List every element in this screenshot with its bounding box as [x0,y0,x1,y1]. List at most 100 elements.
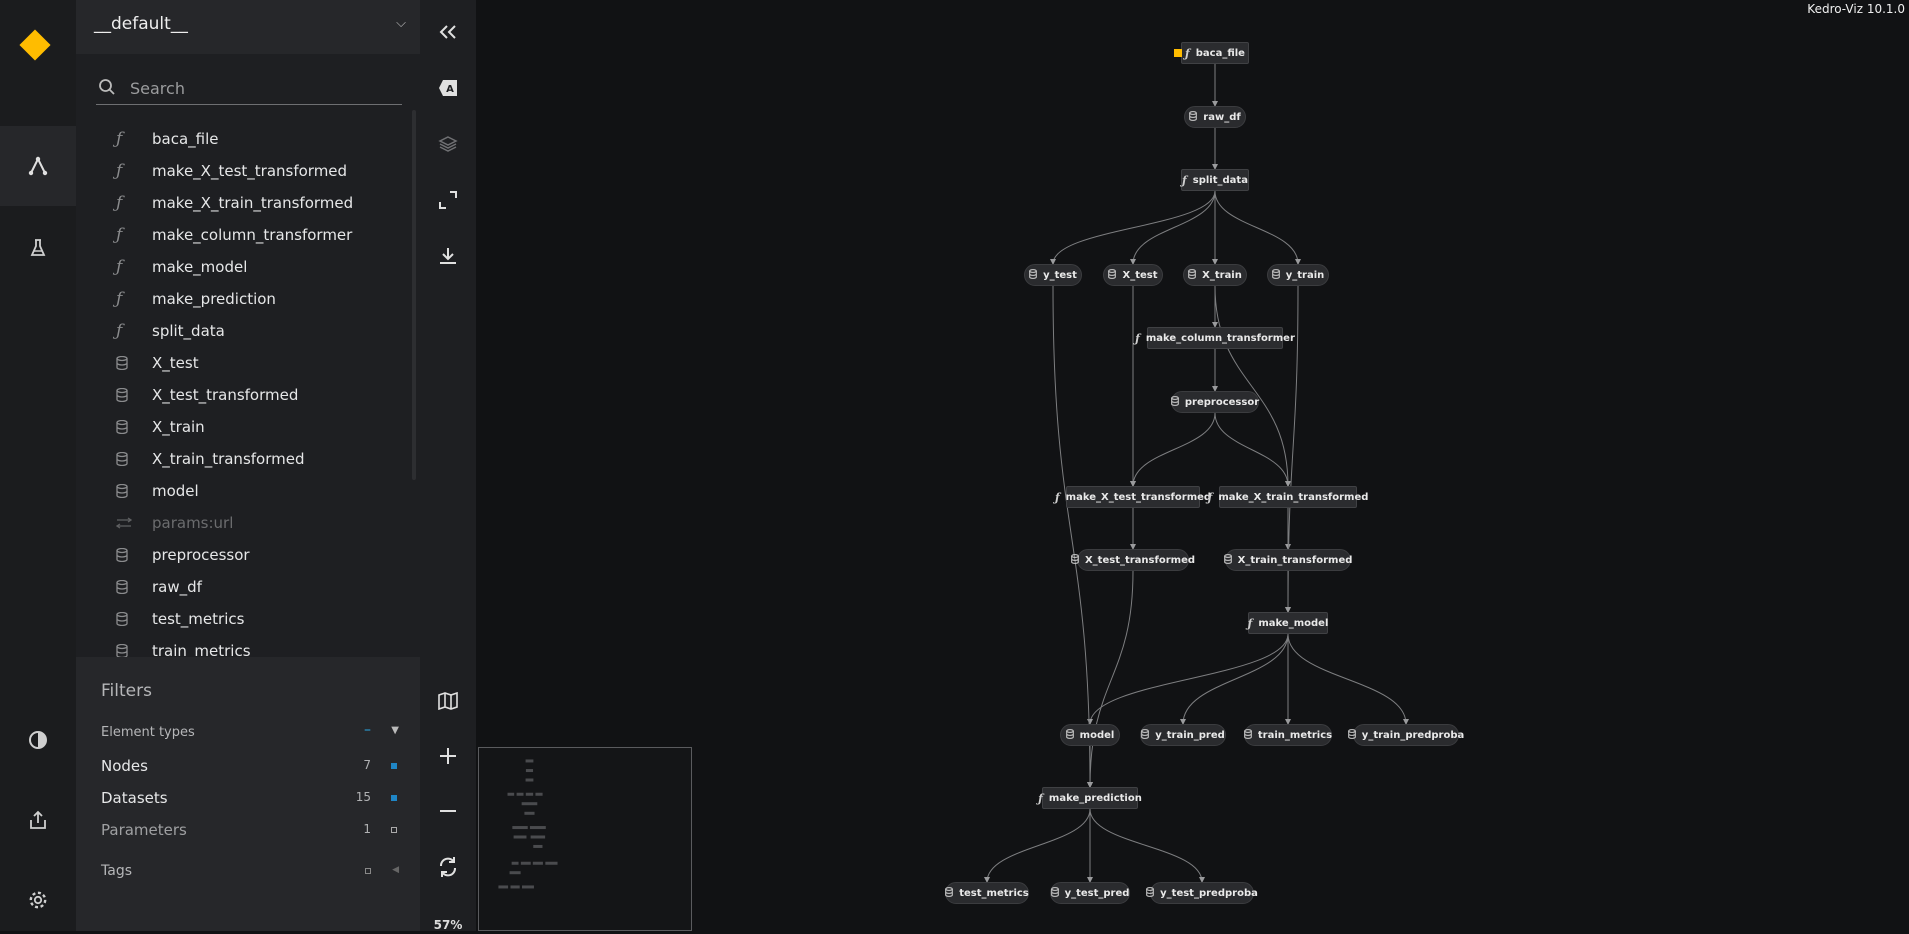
filter-row-parameters[interactable]: Parameters 1 [101,818,401,842]
search-input[interactable] [128,75,392,101]
filter-row-nodes[interactable]: Nodes 7 [101,754,401,778]
dataset-icon [1188,268,1196,282]
function-icon: ƒ [116,257,123,277]
selected-node-marker [1174,49,1182,57]
indeterminate-icon[interactable]: – [364,722,371,738]
graph-dataset-node[interactable]: y_test [1024,264,1082,286]
dataset-icon [116,484,144,498]
svg-text:A: A [446,84,454,95]
graph-edges [984,64,1409,883]
list-item[interactable]: X_train [116,412,406,442]
checkbox-checked-icon[interactable] [391,763,397,769]
kedro-logo-icon[interactable] [19,29,51,61]
graph-dataset-node[interactable]: model [1060,724,1120,746]
minimap-node [511,861,519,865]
expand-icon[interactable] [420,180,476,220]
filter-group-element-types[interactable]: Element types – ▼ [101,722,401,746]
checkbox-unchecked-icon[interactable] [391,827,397,833]
minimap-node [521,802,538,806]
expand-caret-icon[interactable]: ◀ [392,865,399,875]
graph-node-label: X_train_transformed [1237,554,1353,566]
layers-icon[interactable] [420,124,476,164]
graph-node-label: make_X_train_transformed [1218,491,1369,503]
list-item[interactable]: X_test_transformed [116,380,406,410]
graph-dataset-node[interactable]: y_train [1267,264,1329,286]
list-item[interactable]: test_metrics [116,604,406,634]
list-scrollbar[interactable] [412,110,416,480]
graph-node-label: y_train_predproba [1361,729,1465,741]
minimap-icon[interactable] [420,681,476,721]
function-icon: ƒ [1182,173,1187,187]
labels-icon[interactable]: A [420,68,476,108]
list-item[interactable]: raw_df [116,572,406,602]
search-box[interactable] [96,72,402,105]
filter-row-datasets[interactable]: Datasets 15 [101,786,401,810]
checkbox-unchecked-icon[interactable] [365,868,371,874]
collapse-sidebar-icon[interactable] [420,12,476,52]
filter-group-tags[interactable]: Tags ◀ [101,860,401,884]
graph-dataset-node[interactable]: X_test_transformed [1071,549,1195,571]
graph-dataset-node[interactable]: preprocessor [1171,391,1259,413]
list-item[interactable]: X_train_transformed [116,444,406,474]
experiment-flask-icon[interactable] [0,208,76,288]
dataset-icon [1071,553,1079,567]
dataset-icon [945,886,954,900]
graph-dataset-node[interactable]: raw_df [1184,106,1246,128]
graph-node-label: preprocessor [1184,396,1260,408]
list-item-label: test_metrics [152,610,245,628]
graph-dataset-node[interactable]: X_train [1183,264,1247,286]
dataset-icon [1347,728,1356,742]
checkbox-checked-icon[interactable] [391,795,397,801]
graph-dataset-node[interactable]: train_metrics [1244,724,1332,746]
dataset-icon [1223,553,1232,567]
graph-dataset-node[interactable]: test_metrics [945,882,1029,904]
list-item[interactable]: model [116,476,406,506]
minimap-node [516,792,524,796]
zoom-in-icon[interactable] [420,736,476,776]
list-item[interactable]: X_test [116,348,406,378]
minimap[interactable] [478,747,692,931]
list-item[interactable]: preprocessor [116,540,406,570]
theme-toggle-icon[interactable] [0,720,76,760]
graph-edge [1087,570,1134,788]
flowchart-icon[interactable] [0,126,76,206]
graph-dataset-node[interactable]: y_test_pred [1050,882,1130,904]
graph-dataset-node[interactable]: y_test_predproba [1146,882,1258,904]
list-item[interactable]: params:url [116,508,406,538]
minimap-preview [498,759,558,889]
export-icon[interactable] [0,800,76,840]
graph-edge [1287,633,1409,725]
graph-dataset-node[interactable]: X_test [1103,264,1163,286]
graph-dataset-node[interactable]: y_train_predproba [1347,724,1464,746]
settings-icon[interactable] [0,880,76,920]
search-icon [98,78,116,100]
zoom-out-icon[interactable] [420,791,476,831]
function-icon: ƒ [116,289,123,309]
list-item-label: split_data [152,322,225,340]
graph-dataset-node[interactable]: y_train_pred [1140,724,1226,746]
chevron-down-icon[interactable]: ⌵ [396,16,406,31]
collapse-caret-icon[interactable]: ▼ [391,725,399,736]
filter-label: Datasets [101,789,168,807]
graph-dataset-node[interactable]: X_train_transformed [1223,549,1353,571]
download-icon[interactable] [420,236,476,276]
list-item[interactable]: train_metrics [116,636,406,657]
pipeline-select[interactable]: __default__ ⌵ [76,0,420,54]
reset-view-icon[interactable] [420,847,476,887]
graph-node-label: make_model [1258,617,1329,629]
